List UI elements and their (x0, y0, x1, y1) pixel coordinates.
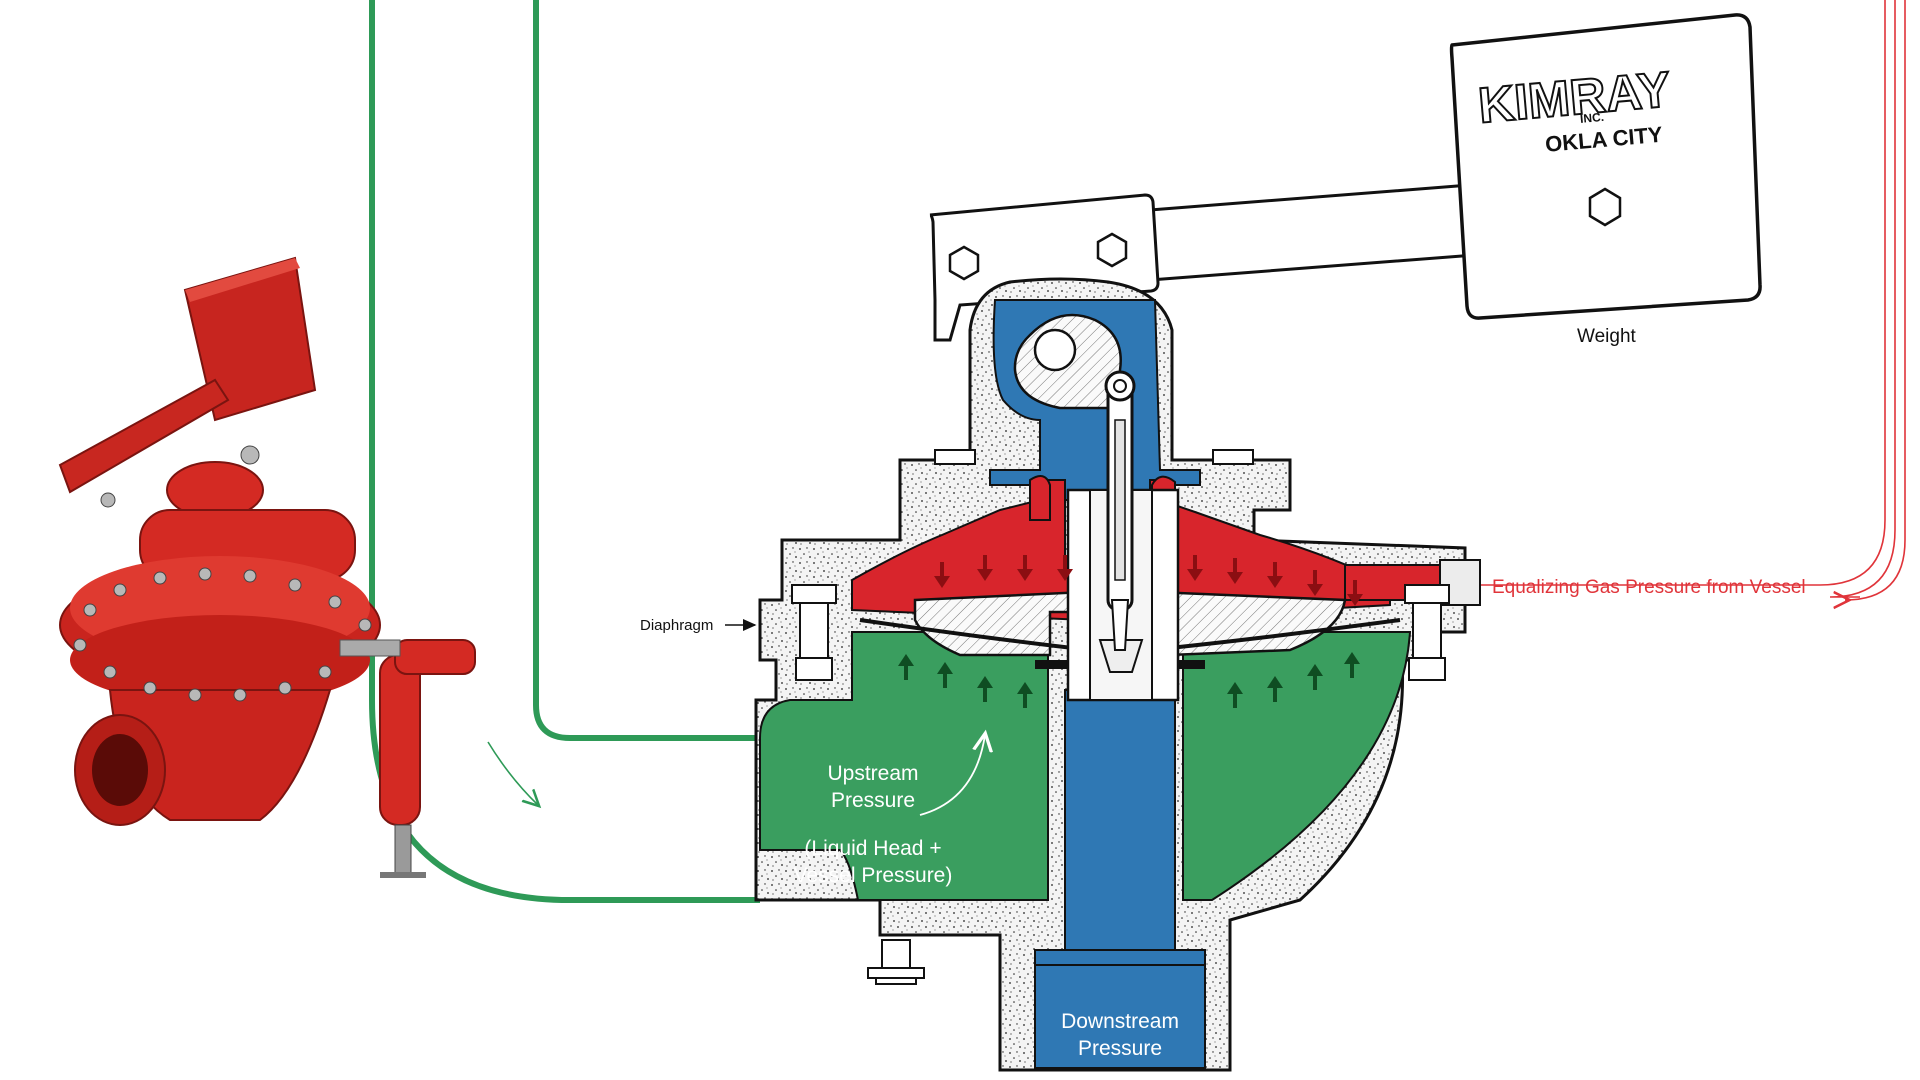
upstream-chamber (759, 631, 1049, 901)
liquid-label-2: Vessel Pressure) (794, 864, 953, 887)
upstream-chamber-right (1182, 631, 1412, 901)
flange-bolts (791, 449, 1450, 985)
liquid-label-1: (Liquid Head + (804, 837, 941, 860)
bolt-icon (948, 245, 980, 281)
bolt-icon (1588, 187, 1622, 227)
downstream-outlet (1034, 949, 1206, 1069)
equalizing-gas-label: Equalizing Gas Pressure from Vessel (1492, 577, 1806, 598)
upstream-label-2: Pressure (831, 789, 915, 812)
downstream-label-2: Pressure (1078, 1037, 1162, 1060)
counterweight: KIMRAY INC. OKLA CITY (1449, 13, 1762, 320)
stem-column (1064, 689, 1176, 951)
green-pressure-arrows (898, 652, 1360, 708)
diaphragm-chamber (851, 475, 1481, 622)
pivot-cam (1013, 313, 1122, 410)
red-pressure-arrows (934, 555, 1363, 606)
upstream-pointer (919, 735, 985, 816)
logo-inc: INC. (1579, 110, 1604, 126)
gas-pressure-lines (1440, 0, 1906, 600)
flow-arrow-green (487, 741, 538, 805)
upstream-label-1: Upstream (827, 762, 918, 785)
downstream-label-1: Downstream (1061, 1010, 1179, 1033)
weight-label: Weight (1577, 326, 1637, 347)
regulator-photo (58, 256, 476, 878)
green-sensing-lines (369, 0, 760, 903)
bolt-icon (1096, 232, 1128, 268)
diaphragm-plate (859, 590, 1401, 669)
valve-stem (1066, 370, 1180, 702)
diaphragm-label: Diaphragm (640, 617, 713, 634)
